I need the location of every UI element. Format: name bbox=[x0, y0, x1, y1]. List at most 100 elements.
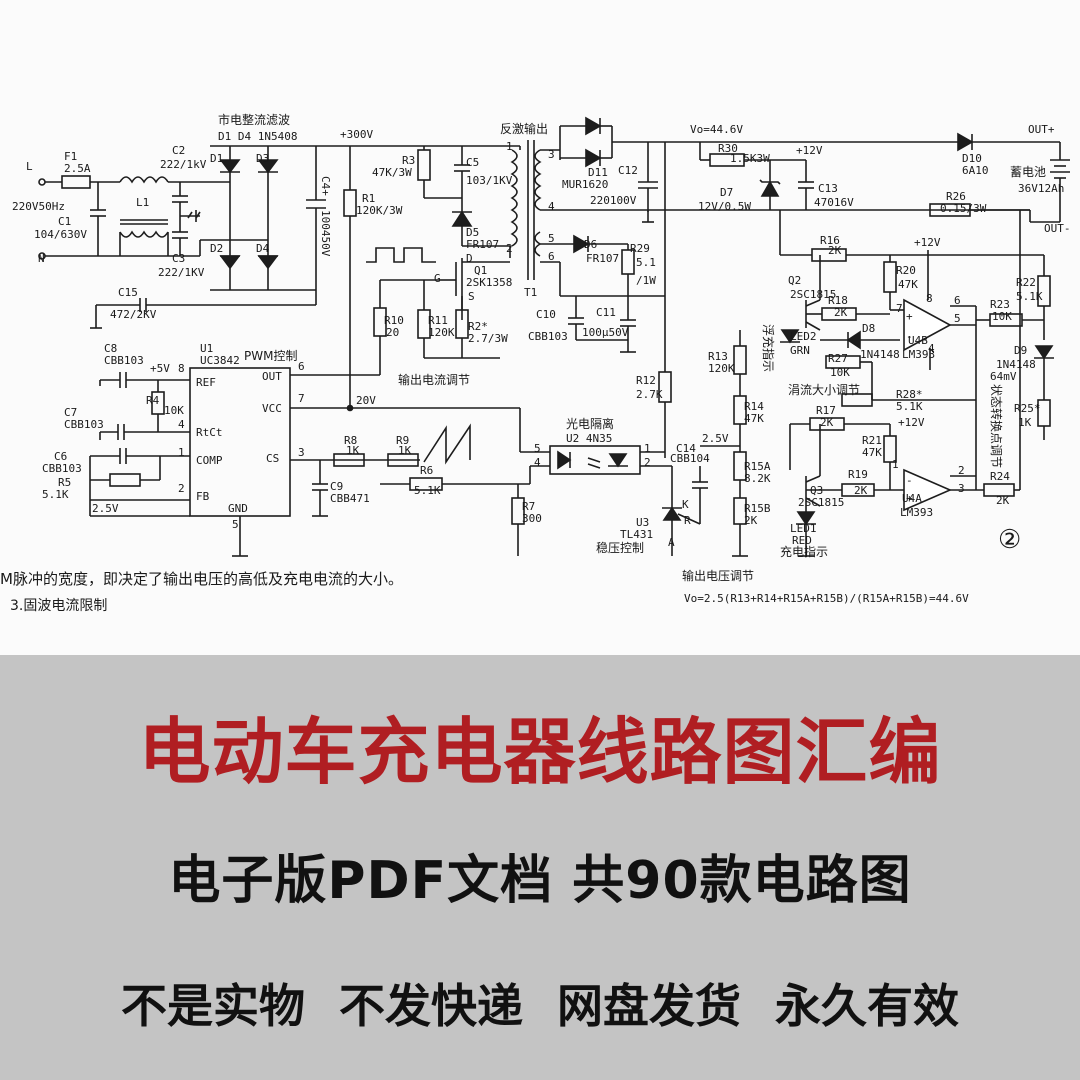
label-R6: R6 bbox=[420, 464, 433, 477]
label-battery: 蓄电池 bbox=[1010, 165, 1046, 179]
label-R25: R25* bbox=[1014, 402, 1041, 415]
label-Q1-val: 2SK1358 bbox=[466, 276, 512, 289]
label-R4: R4 bbox=[146, 394, 160, 407]
label-R5-val: 5.1K bbox=[42, 488, 69, 501]
label-R15A-val: 8.2K bbox=[744, 472, 771, 485]
label-R8-val: 1K bbox=[346, 444, 360, 457]
label-64mv: 64mV bbox=[990, 370, 1017, 383]
label-vout: Vo=44.6V bbox=[690, 123, 743, 136]
label-R24: R24 bbox=[990, 470, 1010, 483]
label-C15: C15 bbox=[118, 286, 138, 299]
resistor-R20 bbox=[883, 261, 897, 293]
label-20v: 20V bbox=[356, 394, 376, 407]
comparator-U4A bbox=[903, 468, 953, 512]
label-U4B: U4B bbox=[908, 334, 928, 347]
label-D10: D10 bbox=[962, 152, 982, 165]
label-C14-val: CBB104 bbox=[670, 452, 710, 465]
label-battery-spec: 36V12Ah bbox=[1018, 182, 1064, 195]
label-output-voltage-adj: 输出电压调节 bbox=[682, 568, 754, 583]
label-U4A-pin2: 2 bbox=[958, 464, 965, 477]
label-R23-val: 10K bbox=[992, 310, 1012, 323]
label-R15A: R15A bbox=[744, 460, 771, 473]
label-R30-val: 1.5K3W bbox=[730, 152, 770, 165]
footer-text-1: M脉冲的宽度，即决定了输出电压的高低及充电电流的大小。 bbox=[0, 570, 403, 588]
label-Q1: Q1 bbox=[474, 264, 487, 277]
choke-L1-top bbox=[119, 176, 169, 184]
label-R14-val: 47K bbox=[744, 412, 764, 425]
label-pwm: PWM控制 bbox=[244, 349, 297, 363]
label-hv-bus: +300V bbox=[340, 128, 373, 141]
label-C10: C10 bbox=[536, 308, 556, 321]
label-R28: R28* bbox=[896, 388, 923, 401]
resistor-R9 bbox=[387, 453, 419, 467]
label-R17: R17 bbox=[816, 404, 836, 417]
diode-D6 bbox=[573, 234, 590, 254]
label-C10-val: CBB103 bbox=[528, 330, 568, 343]
label-plus5v: +5V bbox=[150, 362, 170, 375]
label-R20: R20 bbox=[896, 264, 916, 277]
label-pin4: 4 bbox=[178, 418, 185, 431]
label-R30: R30 bbox=[718, 142, 738, 155]
label-R23: R23 bbox=[990, 298, 1010, 311]
label-C3: C3 bbox=[172, 252, 185, 265]
label-state-adj: 状态转换点调节 bbox=[989, 384, 1004, 468]
label-L1: L1 bbox=[136, 196, 149, 209]
label-U4A-minus: - bbox=[906, 474, 913, 487]
label-diodes: D1 D4 1N5408 bbox=[218, 130, 297, 143]
label-R22: R22 bbox=[1016, 276, 1036, 289]
label-D1: D1 bbox=[210, 152, 223, 165]
label-R3: R3 bbox=[402, 154, 415, 167]
label-R17-val: 2K bbox=[820, 416, 834, 429]
resistor-R8 bbox=[333, 453, 365, 467]
label-C5-val: 103/1KV bbox=[466, 174, 513, 187]
choke-L1-bottom bbox=[119, 230, 169, 238]
resistor-R13 bbox=[733, 345, 747, 375]
resistor-R5 bbox=[109, 473, 141, 487]
label-pin8: 8 bbox=[178, 362, 185, 375]
label-Q3: Q3 bbox=[810, 484, 823, 497]
label-2v5: 2.5V bbox=[92, 502, 119, 515]
label-R21: R21 bbox=[862, 434, 882, 447]
label-C4-val: 100450V bbox=[319, 210, 332, 257]
resistor-R1 bbox=[343, 189, 357, 217]
label-R5: R5 bbox=[58, 476, 71, 489]
diode-D11b bbox=[585, 148, 602, 168]
label-U3-K: K bbox=[682, 498, 689, 511]
label-R12-val: 2.7K bbox=[636, 388, 663, 401]
label-t-pin3: 3 bbox=[548, 148, 555, 161]
footer-text-2: 3.固波电流限制 bbox=[10, 598, 107, 614]
label-U4B-pin6: 6 bbox=[954, 294, 961, 307]
label-D2: D2 bbox=[210, 242, 223, 255]
label-R29: R29 bbox=[630, 242, 650, 255]
banner-tags: 不是实物 不发快递 网盘发货 永久有效 bbox=[0, 970, 1080, 1036]
label-N: N bbox=[38, 252, 45, 265]
diode-D5 bbox=[451, 210, 473, 227]
label-Q3-val: 2SC1815 bbox=[798, 496, 844, 509]
label-C4: C4+ bbox=[319, 176, 332, 196]
label-rtct: RtCt bbox=[196, 426, 223, 439]
label-R7-val: 300 bbox=[522, 512, 542, 525]
label-C5: C5 bbox=[466, 156, 479, 169]
label-ref: REF bbox=[196, 376, 216, 389]
label-D6: D6 bbox=[584, 238, 597, 251]
label-flyback: 反激输出 bbox=[500, 121, 548, 136]
label-D10-val: 6A10 bbox=[962, 164, 989, 177]
diode-D4 bbox=[257, 255, 279, 270]
label-C11: C11 bbox=[596, 306, 616, 319]
label-Q1-S: S bbox=[468, 290, 475, 303]
label-R10: R10 bbox=[384, 314, 404, 327]
label-R16: R16 bbox=[820, 234, 840, 247]
label-D9-val: 1N4148 bbox=[996, 358, 1036, 371]
banner-tag-cloud-delivery: 网盘发货 bbox=[557, 979, 741, 1033]
label-cs: CS bbox=[266, 452, 279, 465]
label-t-pin6: 6 bbox=[548, 250, 555, 263]
diode-D2 bbox=[219, 255, 241, 270]
label-opto-pin1: 1 bbox=[644, 442, 651, 455]
label-R9-val: 1K bbox=[398, 444, 412, 457]
label-R26: R26 bbox=[946, 190, 966, 203]
label-U4A: U4A bbox=[902, 492, 922, 505]
label-out-plus: OUT+ bbox=[1028, 123, 1055, 136]
fuse-F1 bbox=[61, 175, 91, 189]
label-gnd: GND bbox=[228, 502, 248, 515]
label-R29-val: 5.1 bbox=[636, 256, 656, 269]
